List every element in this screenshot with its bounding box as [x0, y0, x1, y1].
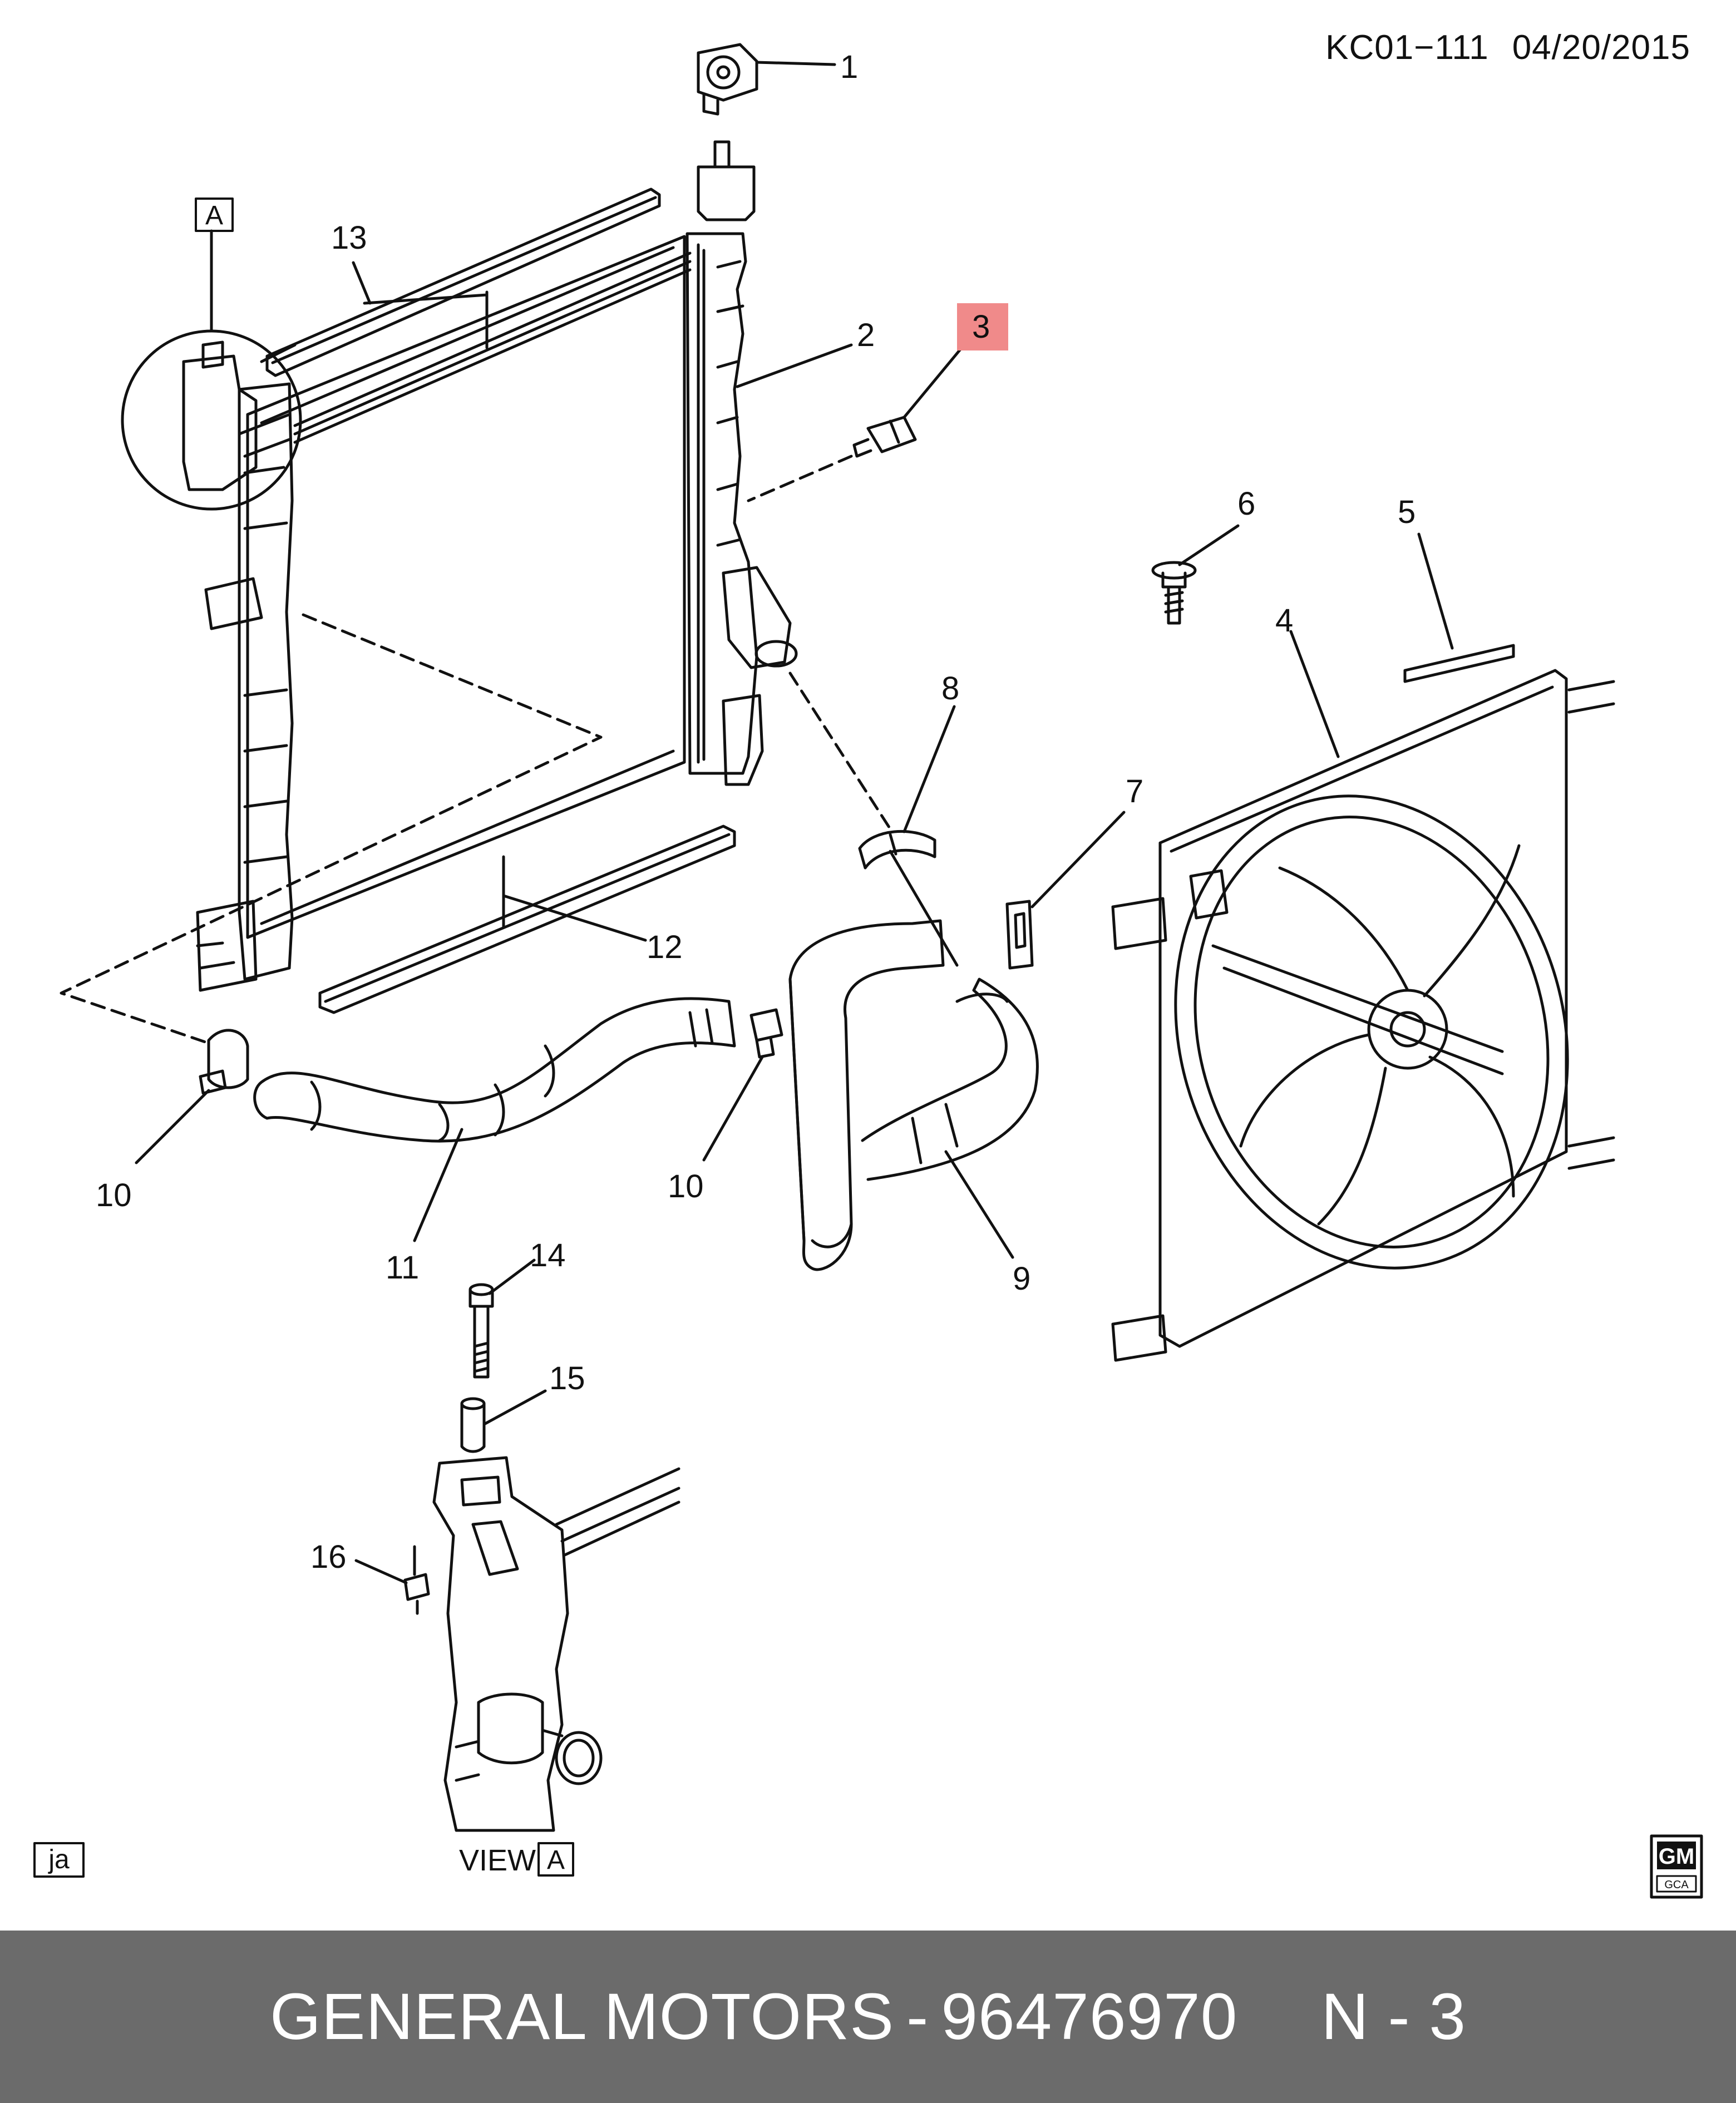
hose-clamp-left — [199, 1029, 249, 1095]
leader-16 — [354, 1545, 416, 1584]
upper-radiator-hose — [788, 919, 1039, 1271]
leader-15 — [482, 1389, 547, 1426]
callout-13: 13 — [331, 220, 367, 256]
install-line-3 — [747, 455, 853, 502]
hose-connect-line — [889, 850, 959, 967]
leader-6 — [1178, 524, 1240, 566]
callout-9: 9 — [1013, 1261, 1030, 1297]
callout-3: 3 — [972, 309, 990, 345]
fan-label — [1403, 644, 1515, 683]
footer-part-number: 96476970 — [941, 1980, 1238, 2053]
callout-14: 14 — [530, 1237, 566, 1273]
callout-12: 12 — [647, 929, 683, 965]
leader-5 — [1417, 532, 1454, 650]
callout-1: 1 — [840, 49, 858, 85]
bolt-14 — [468, 1283, 494, 1379]
drawing-code: KC01−111 — [1325, 28, 1489, 67]
view-marker-box — [537, 1842, 574, 1877]
callout-15: 15 — [549, 1360, 585, 1396]
corner-tag: ja — [47, 1845, 70, 1874]
leader-14 — [488, 1258, 536, 1295]
callout-4: 4 — [1275, 603, 1293, 639]
upper-air-seal — [265, 187, 692, 444]
detail-marker: A — [205, 201, 223, 230]
callout-5: 5 — [1398, 494, 1416, 530]
footer-bar: GENERAL MOTORS - 96476970 N - 3 — [0, 1931, 1736, 2103]
leader-10a — [135, 1089, 210, 1164]
callout-10-left: 10 — [96, 1177, 132, 1213]
hose-clamp-upper — [858, 830, 936, 870]
temperature-sensor — [852, 416, 917, 458]
corner-tag-box — [33, 1842, 85, 1878]
lower-radiator-hose — [253, 997, 736, 1143]
gm-logo-text: GM — [1659, 1844, 1694, 1869]
lower-air-seal — [318, 825, 736, 1014]
callout-10-right: 10 — [668, 1168, 704, 1204]
gm-logo — [1650, 1834, 1703, 1899]
leader-10b — [702, 1055, 764, 1162]
view-marker: A — [547, 1845, 565, 1875]
footer-separator: - — [906, 1980, 929, 2053]
view-label: VIEW — [459, 1844, 536, 1877]
callout-2: 2 — [857, 317, 875, 353]
parts-diagram: 1 2 3 4 5 6 7 8 9 10 10 11 12 13 14 15 1… — [33, 43, 1703, 1899]
detail-circle-a — [121, 329, 302, 511]
radiator — [196, 140, 798, 992]
leader-13 — [352, 261, 489, 349]
detail-marker-box — [195, 198, 234, 232]
radiator-cap — [697, 43, 758, 116]
leader-4 — [1289, 630, 1340, 758]
grommet-16 — [403, 1573, 430, 1615]
footer-brand: GENERAL MOTORS — [269, 1980, 895, 2053]
leader-7 — [1030, 811, 1126, 909]
install-line-8 — [788, 672, 892, 831]
install-lines-left — [60, 613, 603, 1045]
spacer-15 — [460, 1397, 486, 1453]
gm-logo-subtext: GCA — [1664, 1879, 1689, 1891]
mount-bracket — [432, 1456, 680, 1832]
callout-7: 7 — [1126, 773, 1143, 809]
highlight-box-3 — [957, 303, 1008, 350]
leader-9 — [944, 1150, 1014, 1259]
hose-clamp-right — [749, 1008, 783, 1059]
callout-16: 16 — [310, 1539, 347, 1575]
leader-1 — [755, 61, 836, 66]
drawing-date: 04/20/2015 — [1512, 28, 1690, 67]
callout-11: 11 — [386, 1250, 419, 1286]
leader-2 — [736, 343, 853, 388]
leader-8 — [902, 705, 956, 833]
fan-clip — [1005, 900, 1034, 970]
footer-position: N - 3 — [1321, 1980, 1467, 2053]
leader-12 — [502, 855, 647, 942]
callout-8: 8 — [941, 670, 959, 707]
leader-11 — [413, 1128, 463, 1242]
fan-shroud — [1111, 669, 1615, 1362]
callout-6: 6 — [1237, 486, 1255, 522]
fan-bolt — [1151, 561, 1197, 625]
drawing-reference: KC01−111 04/20/2015 — [1325, 28, 1690, 67]
